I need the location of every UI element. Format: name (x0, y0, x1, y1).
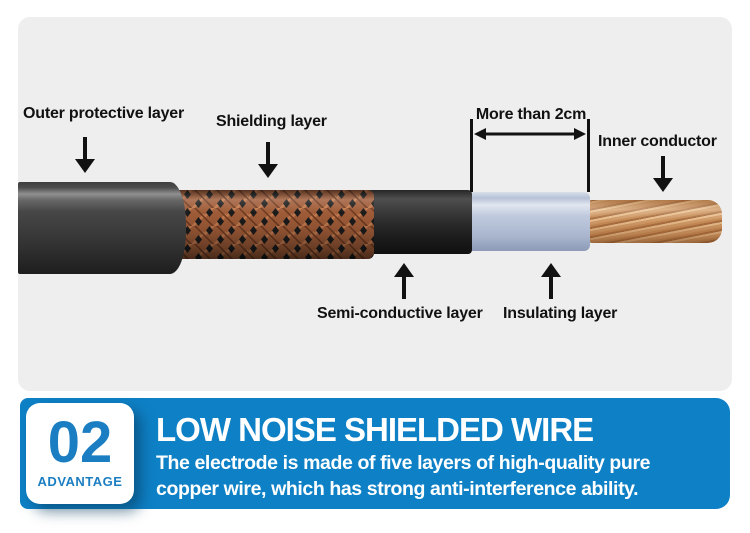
outer-protective-layer-graphic (18, 182, 186, 274)
dimension-left-tick (470, 119, 473, 192)
advantage-badge-label: ADVANTAGE (37, 474, 123, 489)
insulating-layer-graphic (472, 192, 590, 251)
banner-description-line1: The electrode is made of five layers of … (156, 452, 651, 474)
outer-layer-label: Outer protective layer (23, 105, 184, 122)
inner-conductor-graphic (588, 200, 722, 243)
outer-layer-down-arrow-icon (72, 137, 98, 173)
shielding-layer-down-arrow-icon (255, 142, 281, 178)
banner-title: LOW NOISE SHIELDED WIRE (156, 411, 594, 448)
braid-shading-overlay (160, 190, 374, 259)
measurement-label: More than 2cm (475, 106, 587, 123)
banner-description: The electrode is made of five layers of … (156, 450, 650, 502)
advantage-number-badge: 02 ADVANTAGE (26, 403, 134, 504)
shielding-layer-graphic (160, 190, 374, 259)
inner-conductor-label: Inner conductor (598, 133, 717, 150)
inner-conductor-down-arrow-icon (650, 156, 676, 192)
insulating-label: Insulating layer (503, 305, 618, 322)
banner-description-line2: copper wire, which has strong anti-inter… (156, 478, 639, 500)
semi-conductive-label: Semi-conductive layer (317, 305, 483, 322)
dimension-double-arrow-icon (474, 127, 586, 141)
advantage-banner: 02 ADVANTAGE LOW NOISE SHIELDED WIRE The… (20, 398, 730, 509)
insulating-up-arrow-icon (538, 263, 564, 299)
dimension-right-tick (587, 119, 590, 192)
shielding-layer-label: Shielding layer (216, 113, 327, 130)
advantage-number: 02 (47, 410, 113, 475)
semi-conductive-up-arrow-icon (391, 263, 417, 299)
